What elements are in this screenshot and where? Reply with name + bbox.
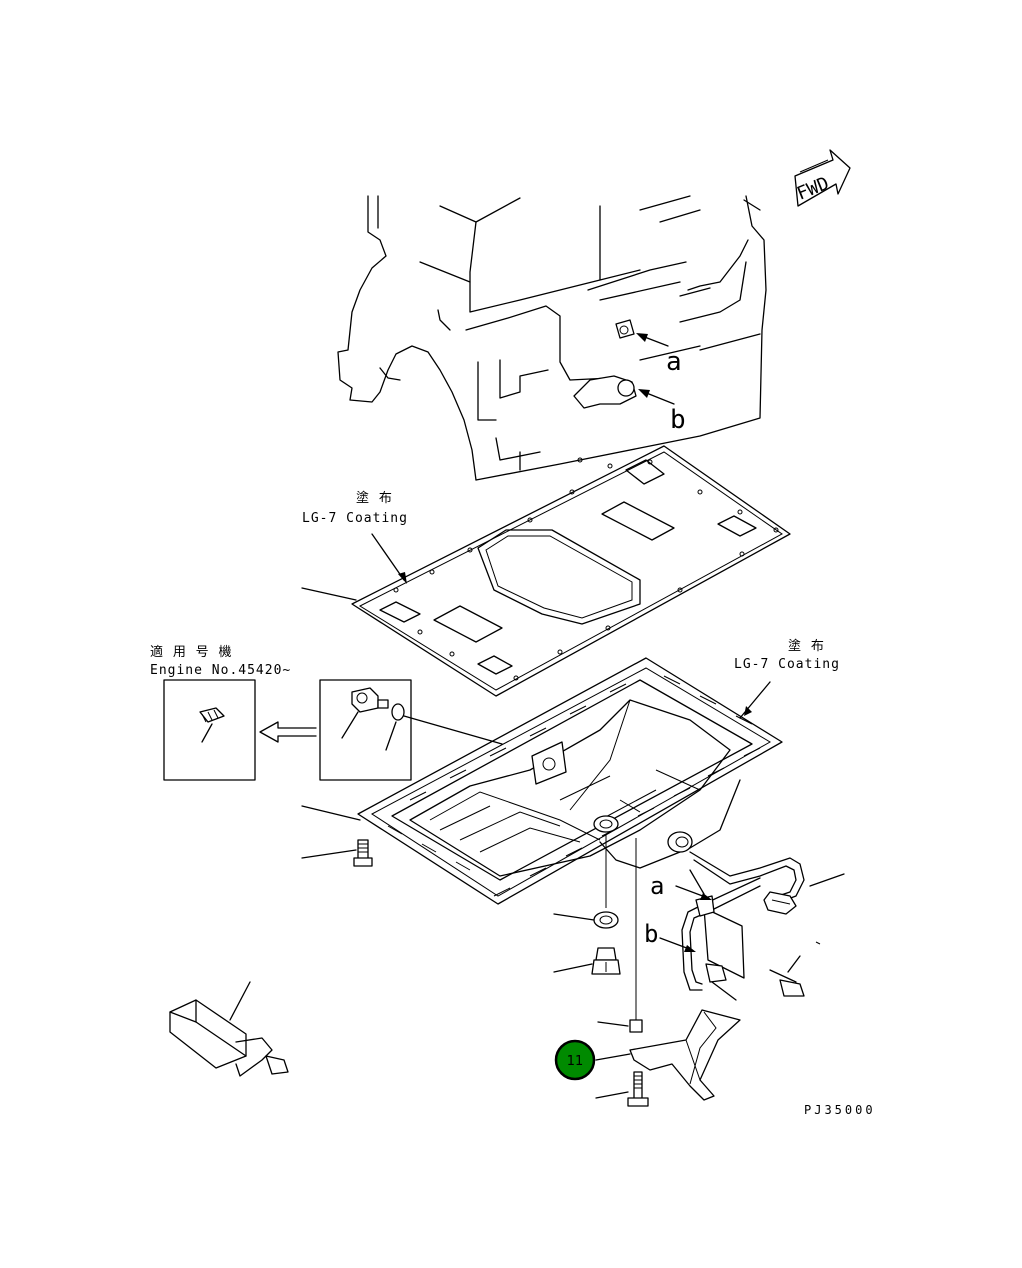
oil-pipe-assembly: a b	[644, 851, 845, 1001]
pan-coating-en: LG-7 Coating	[734, 657, 840, 672]
callout-11[interactable]: 11	[554, 1039, 631, 1081]
pan-coating-jp: 塗 布	[788, 638, 825, 654]
engine-block: a b	[337, 195, 767, 481]
callout-11-number: 11	[567, 1054, 584, 1069]
arrow-b-label-bottom: b	[644, 920, 658, 948]
flange-bolt	[301, 839, 373, 867]
arrow-a-label-bottom: a	[650, 872, 664, 900]
fwd-label: FWD	[794, 173, 832, 205]
applicable-en: Engine No.45420~	[150, 663, 291, 678]
gasket-coating-jp: 塗 布	[356, 490, 393, 506]
fwd-arrow-icon: FWD	[794, 149, 851, 207]
applicability-note: 適 用 号 機 Engine No.45420~	[150, 644, 503, 781]
bracket-assembly	[595, 838, 741, 1107]
service-tool	[169, 981, 289, 1077]
arrow-b-label-top: b	[670, 405, 686, 435]
arrow-a-label-top: a	[666, 347, 682, 377]
drawing-code: PJ35000	[804, 1103, 876, 1117]
gasket-coating-en: LG-7 Coating	[302, 511, 408, 526]
oil-pan: 塗 布 LG-7 Coating	[301, 638, 840, 905]
oil-pan-gasket: 塗 布 LG-7 Coating	[301, 445, 791, 697]
drain-plug-assembly	[553, 834, 621, 975]
applicable-jp: 適 用 号 機	[150, 644, 232, 660]
